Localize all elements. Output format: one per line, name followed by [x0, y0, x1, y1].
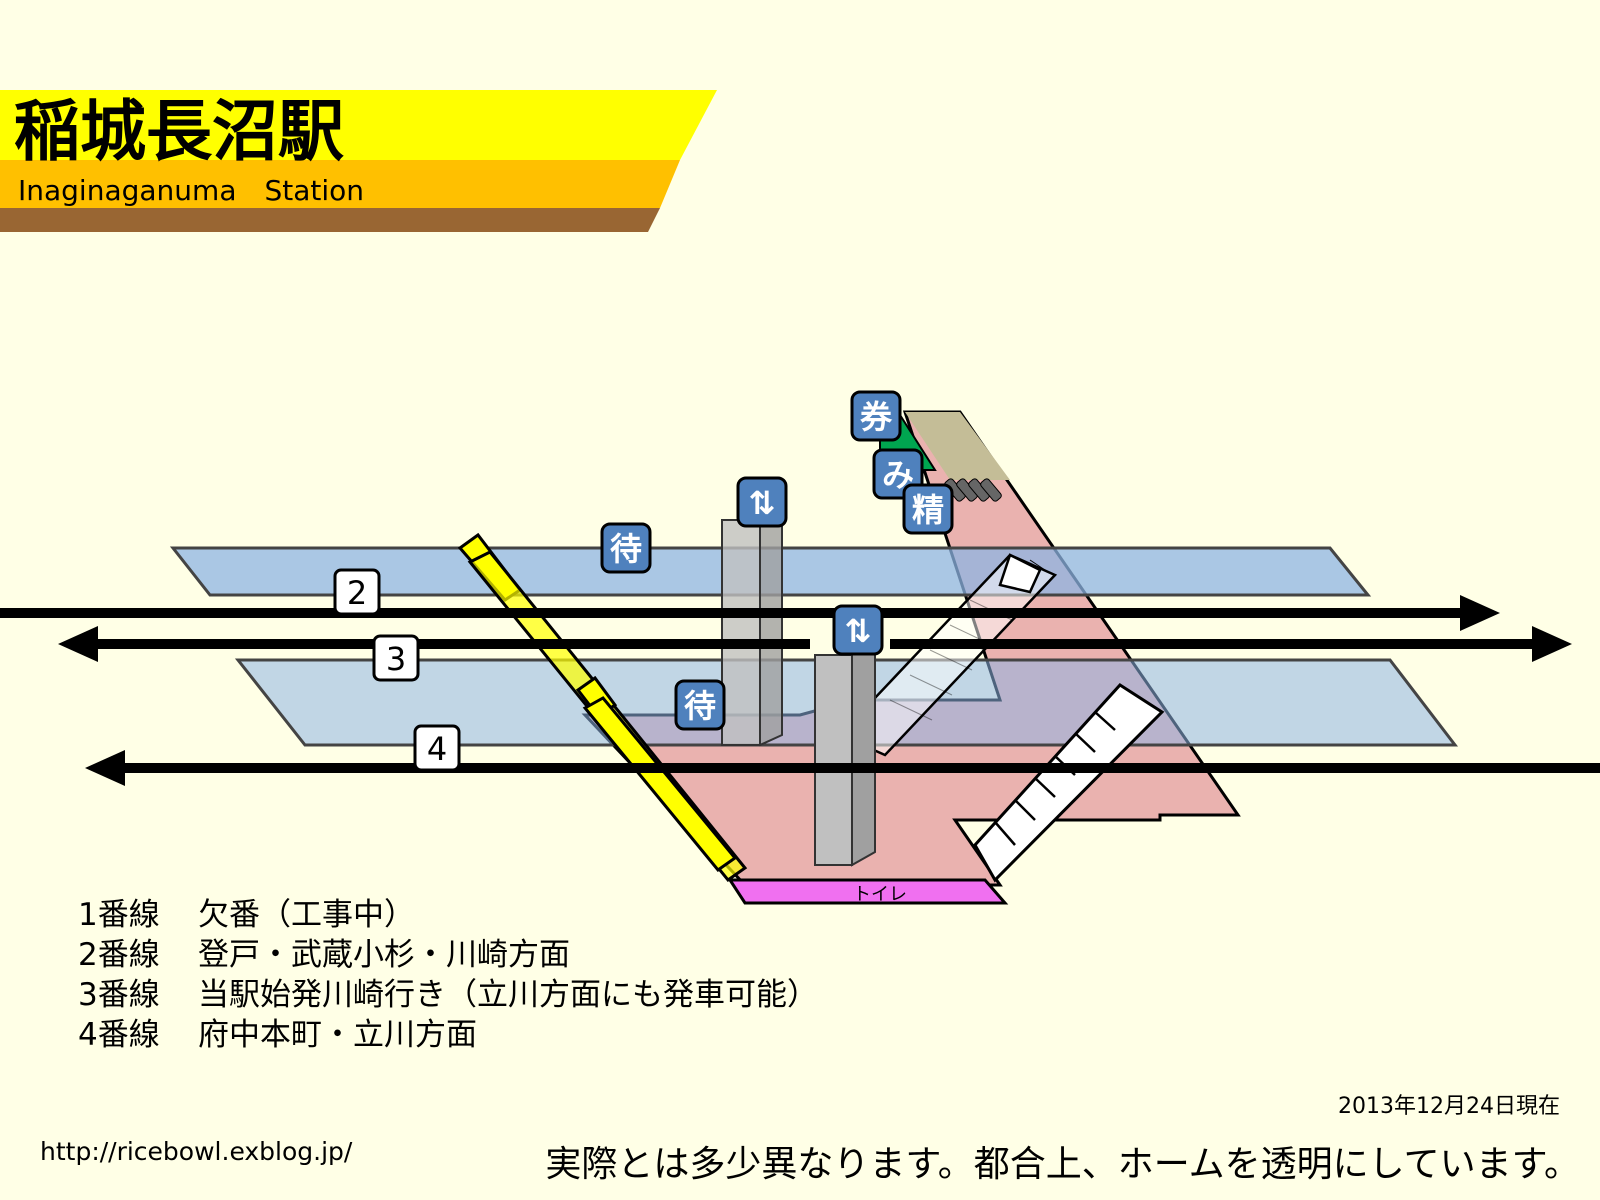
elevator-icon-upper: ⇅: [736, 476, 788, 528]
elevator-lower: [814, 641, 876, 867]
track-2: [0, 595, 1500, 631]
legend-row: 1番線 欠番（工事中）: [78, 895, 818, 935]
as-of-date: 2013年12月24日現在: [1338, 1094, 1560, 1119]
header-band-brown: [0, 208, 660, 232]
svg-text:券: 券: [860, 398, 893, 436]
svg-text:⇅: ⇅: [845, 612, 872, 650]
blog-url: http://ricebowl.exblog.jp/: [40, 1137, 353, 1166]
svg-text:待: 待: [610, 530, 642, 568]
svg-text:待: 待: [684, 687, 716, 725]
toilet: トイレ: [727, 878, 1009, 905]
header-banner: 稲城長沼駅 Inaginaganuma Station: [0, 90, 717, 232]
station-name-ja: 稲城長沼駅: [14, 93, 344, 170]
line-legend: 1番線 欠番（工事中） 2番線 登戸・武蔵小杉・川崎方面 3番線 当駅始発川崎行…: [78, 895, 818, 1055]
svg-text:⇅: ⇅: [749, 484, 776, 522]
legend-row: 4番線 府中本町・立川方面: [78, 1015, 818, 1055]
svg-text:精: 精: [912, 491, 944, 529]
legend-line-number: 3番線: [78, 977, 160, 1013]
legend-line-desc: 登戸・武蔵小杉・川崎方面: [198, 937, 570, 973]
ticket-gates: [944, 478, 1002, 502]
legend-line-number: 2番線: [78, 937, 160, 973]
header-band-yellow: [0, 90, 717, 160]
elevator-icon-lower: ⇅: [832, 604, 884, 656]
svg-text:2: 2: [347, 574, 367, 612]
disclaimer-note: 実際とは多少異なります。都合上、ホームを透明にしています。: [545, 1144, 1580, 1185]
fare-adjustment-icon: 精: [902, 483, 954, 535]
legend-line-desc: 当駅始発川崎行き（立川方面にも発車可能）: [198, 977, 818, 1013]
legend-line-desc: 欠番（工事中）: [198, 897, 415, 933]
gate-roof: [905, 412, 1010, 480]
track-label-2: 2: [333, 568, 381, 616]
elevator-upper: [721, 508, 783, 747]
station-name-en: Inaginaganuma Station: [18, 174, 364, 207]
track-3: [58, 626, 1572, 662]
legend-line-desc: 府中本町・立川方面: [198, 1017, 477, 1053]
header-band-orange: [0, 160, 680, 208]
waiting-room-icon-lower: 待: [674, 679, 726, 731]
toilet-strip: [727, 878, 1009, 905]
waiting-room-icon-upper: 待: [600, 522, 652, 574]
legend-row: 3番線 当駅始発川崎行き（立川方面にも発車可能）: [78, 975, 818, 1015]
legend-line-number: 1番線: [78, 897, 160, 933]
track-label-4: 4: [413, 724, 461, 772]
svg-text:3: 3: [386, 640, 406, 678]
track-label-3: 3: [372, 634, 420, 682]
stairs-yellow: [457, 532, 748, 883]
svg-text:4: 4: [427, 730, 447, 768]
track-4: [85, 750, 1600, 786]
toilet-label: トイレ: [853, 884, 907, 905]
legend-row: 2番線 登戸・武蔵小杉・川崎方面: [78, 935, 818, 975]
legend-line-number: 4番線: [78, 1017, 160, 1053]
ticket-icon: 券: [850, 390, 902, 442]
